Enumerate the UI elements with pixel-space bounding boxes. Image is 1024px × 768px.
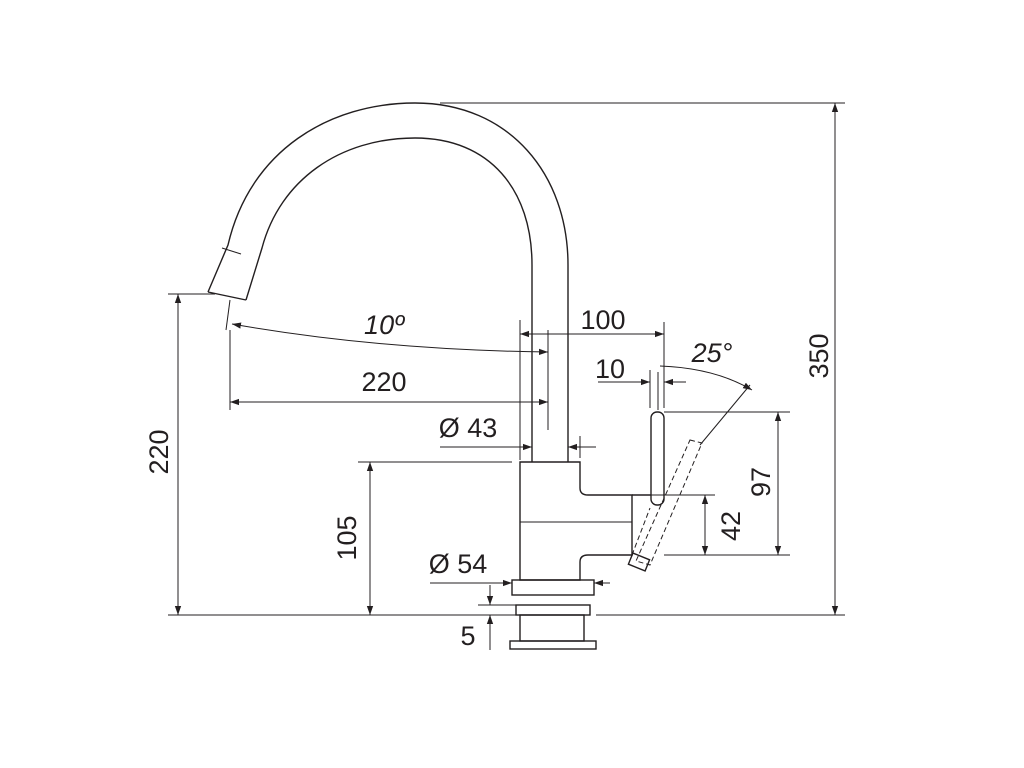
dimension-lines (168, 102, 845, 650)
label-lever-offset-small: 10 (595, 354, 625, 384)
label-total-height: 350 (804, 333, 834, 378)
label-spout-reach: 220 (361, 367, 406, 397)
spout-outer-arc (207, 102, 569, 462)
base-nut (509, 640, 597, 650)
faucet-body (519, 461, 633, 581)
lever-tilted (627, 439, 703, 572)
spout-tip (207, 291, 247, 301)
base-plate (515, 604, 591, 616)
spout-aerator (225, 299, 231, 331)
label-spout-angle: 10º (364, 310, 405, 340)
lever (650, 411, 665, 506)
label-lever-offset: 100 (580, 305, 625, 335)
spout-inner-arc (245, 137, 533, 462)
label-base-thickness: 5 (460, 621, 475, 651)
label-lever-angle: 25° (691, 338, 733, 368)
label-lever-height: 97 (746, 467, 776, 497)
label-lever-lower: 42 (716, 511, 746, 541)
label-body-height: 105 (332, 515, 362, 560)
base-ring (511, 579, 595, 596)
label-outlet-height: 220 (144, 429, 174, 474)
base-shank (519, 614, 585, 642)
label-spout-diameter: Ø 43 (439, 413, 498, 443)
spout-tip-ring (221, 247, 242, 255)
label-base-diameter: Ø 54 (429, 549, 488, 579)
dimension-labels: 350 220 105 220 10º 100 10 25° Ø 43 Ø 54… (144, 305, 834, 651)
